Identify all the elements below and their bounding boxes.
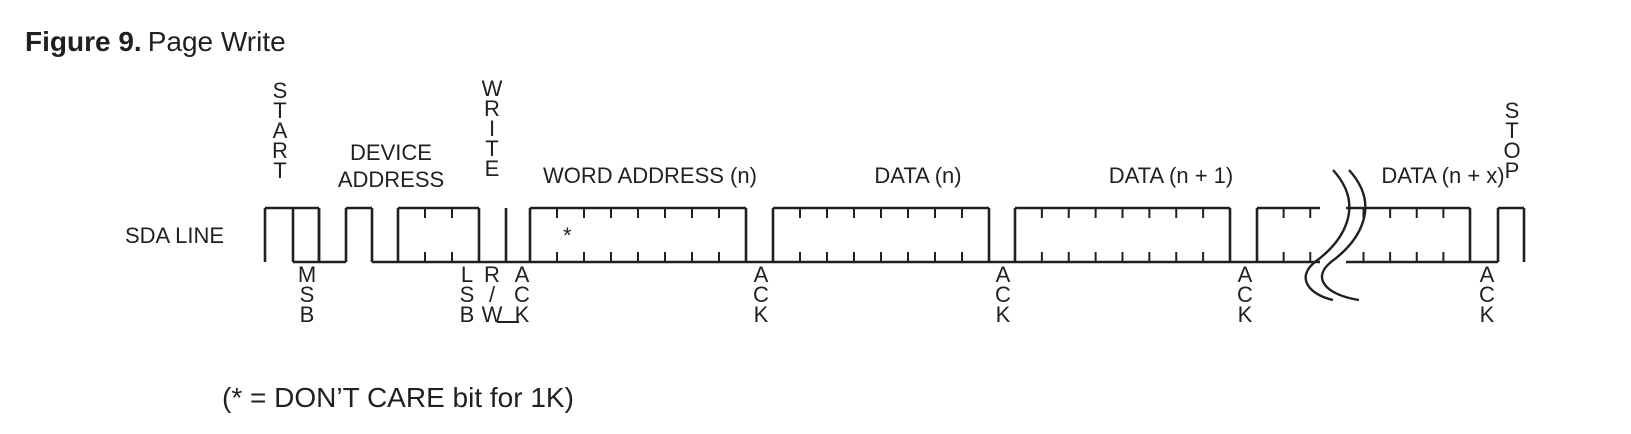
device-address-label-line1: DEVICE <box>350 140 432 165</box>
msb-label-char: S <box>300 282 315 307</box>
figure-name: Page Write <box>147 26 286 57</box>
lsb-label-char: B <box>460 302 475 327</box>
rw-label-char: W <box>482 302 503 327</box>
write-label-char: I <box>489 116 495 141</box>
write-label-char: E <box>485 156 500 181</box>
msb-label-char: M <box>298 262 316 287</box>
stop-label-char: S <box>1505 98 1520 123</box>
ack-label-char: C <box>514 282 530 307</box>
ack-label-char: C <box>1479 282 1495 307</box>
ack-label-char: A <box>996 262 1011 287</box>
ack-label-char: C <box>1237 282 1253 307</box>
sda-line-label: SDA LINE <box>125 223 224 248</box>
write-label-char: T <box>485 136 498 161</box>
data-n-label: DATA (n) <box>874 163 961 188</box>
data-nx-label: DATA (n + x) <box>1381 163 1504 188</box>
write-label-char: W <box>482 76 503 101</box>
stop-label-char: P <box>1505 158 1520 183</box>
start-label-char: R <box>272 138 288 163</box>
data-n1-label: DATA (n + 1) <box>1109 163 1234 188</box>
word-address-label: WORD ADDRESS (n) <box>543 163 757 188</box>
ack-label-char: A <box>754 262 769 287</box>
ack-label-char: K <box>996 302 1011 327</box>
msb-label-char: B <box>300 302 315 327</box>
figure-number: Figure 9. <box>25 26 142 57</box>
stop-label-char: T <box>1505 118 1518 143</box>
bit-ticks <box>424 208 1445 262</box>
ack-label-char: A <box>1238 262 1253 287</box>
start-label-char: T <box>273 158 286 183</box>
dont-care-mark: * <box>563 223 572 248</box>
stop-label-char: O <box>1503 138 1520 163</box>
lsb-label-char: S <box>460 282 475 307</box>
start-label-char: A <box>273 118 288 143</box>
start-label-char: T <box>273 98 286 123</box>
figure-title: Figure 9.Page Write <box>25 26 286 58</box>
ack-label-char: K <box>1238 302 1253 327</box>
ack-label-char: K <box>1480 302 1495 327</box>
footnote: (* = DON’T CARE bit for 1K) <box>222 382 574 413</box>
rw-label-char: / <box>489 282 496 307</box>
ack-label-char: K <box>515 302 530 327</box>
device-address-label-line2: ADDRESS <box>338 167 444 192</box>
ack-label-char: K <box>754 302 769 327</box>
lsb-label-char: L <box>461 262 473 287</box>
rw-label-char: R <box>484 262 500 287</box>
ack-label-char: C <box>995 282 1011 307</box>
start-label-char: S <box>273 78 288 103</box>
ack-label-char: A <box>1480 262 1495 287</box>
write-label-char: R <box>484 96 500 121</box>
ack-label-char: A <box>515 262 530 287</box>
break-mark <box>1304 169 1367 302</box>
ack-label-char: C <box>753 282 769 307</box>
